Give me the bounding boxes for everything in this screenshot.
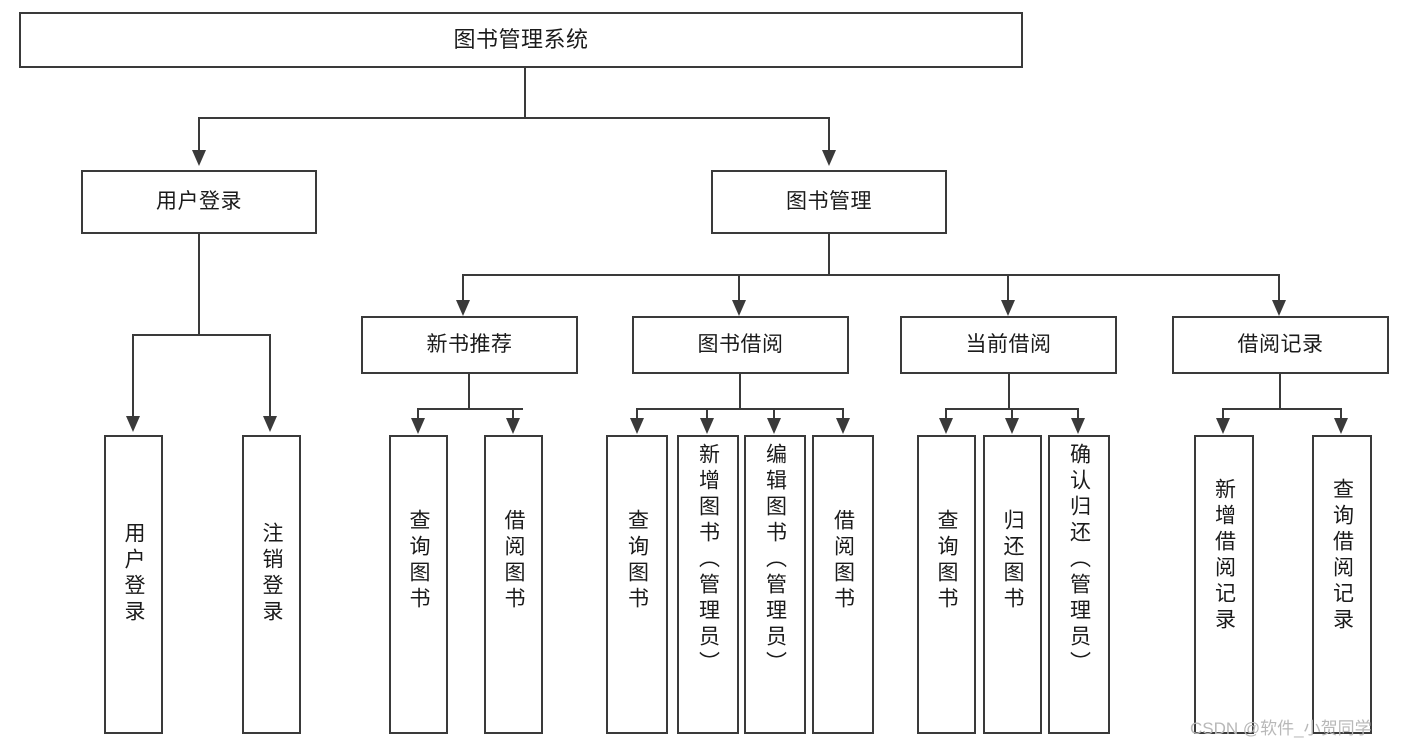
connector-new-book-stem [468, 374, 470, 410]
leaf-query-book-recommend[interactable]: 查询图书 [389, 435, 448, 734]
connector-book-borrow-child-4 [842, 408, 844, 420]
arrow-new-book-child-1 [411, 418, 425, 434]
connector-book-borrow-stem [739, 374, 741, 410]
arrow-current-borrow-child-3 [1071, 418, 1085, 434]
connector-book-manage-child-4 [1278, 274, 1280, 302]
arrow-new-book-child-2 [506, 418, 520, 434]
leaf-confirm-return-admin[interactable]: 确认归还（管理员） [1048, 435, 1110, 734]
connector-current-borrow-stem [1008, 374, 1010, 410]
node-label: 图书管理系统 [453, 27, 589, 53]
node-label: 借阅图书 [831, 509, 855, 613]
arrow-root-to-user-login [192, 150, 206, 166]
arrow-current-borrow-child-2 [1005, 418, 1019, 434]
connector-book-borrow-bar [636, 408, 844, 410]
connector-current-borrow-child-1 [945, 408, 947, 420]
node-book-borrow[interactable]: 图书借阅 [632, 316, 849, 374]
connector-user-login-child-1 [132, 334, 134, 418]
node-book-management[interactable]: 图书管理 [711, 170, 947, 234]
leaf-borrow-book[interactable]: 借阅图书 [812, 435, 874, 734]
connector-root-stem [524, 68, 526, 118]
node-label: 图书借阅 [697, 332, 784, 356]
arrow-user-login-child-1 [126, 416, 140, 432]
leaf-user-login[interactable]: 用户登录 [104, 435, 163, 734]
arrow-book-borrow-child-1 [630, 418, 644, 434]
arrow-book-manage-child-3 [1001, 300, 1015, 316]
node-label: 注销登录 [260, 522, 283, 626]
connector-book-manage-bar [462, 274, 1280, 276]
node-user-login[interactable]: 用户登录 [81, 170, 317, 234]
connector-book-borrow-child-1 [636, 408, 638, 420]
node-label: 借阅图书 [502, 509, 525, 613]
arrow-book-borrow-child-4 [836, 418, 850, 434]
connector-borrow-record-bar [1222, 408, 1342, 410]
leaf-borrow-book-recommend[interactable]: 借阅图书 [484, 435, 543, 734]
node-label: 新书推荐 [426, 332, 513, 356]
connector-borrow-record-stem [1279, 374, 1281, 410]
leaf-return-book[interactable]: 归还图书 [983, 435, 1042, 734]
node-label: 查询借阅记录 [1330, 478, 1354, 634]
leaf-query-borrow-record[interactable]: 查询借阅记录 [1312, 435, 1372, 734]
node-current-borrow[interactable]: 当前借阅 [900, 316, 1117, 374]
arrow-current-borrow-child-1 [939, 418, 953, 434]
connector-root-to-user-login [198, 117, 200, 152]
leaf-query-book-borrow[interactable]: 查询图书 [606, 435, 668, 734]
arrow-book-manage-child-1 [456, 300, 470, 316]
node-label: 查询图书 [407, 509, 430, 613]
node-label: 新增图书（管理员） [696, 443, 720, 677]
connector-book-manage-child-3 [1007, 274, 1009, 302]
arrow-root-to-book-manage [822, 150, 836, 166]
connector-book-borrow-child-2 [706, 408, 708, 420]
connector-current-borrow-child-2 [1011, 408, 1013, 420]
node-label: 确认归还（管理员） [1067, 443, 1091, 677]
node-borrow-record[interactable]: 借阅记录 [1172, 316, 1389, 374]
node-label: 借阅记录 [1237, 332, 1324, 356]
node-label: 图书管理 [786, 189, 872, 213]
arrow-borrow-record-child-2 [1334, 418, 1348, 434]
connector-new-book-bar [417, 408, 523, 410]
node-label: 查询图书 [935, 509, 958, 613]
connector-user-login-stem [198, 234, 200, 336]
connector-borrow-record-child-1 [1222, 408, 1224, 420]
arrow-book-borrow-child-3 [767, 418, 781, 434]
connector-user-login-bar [132, 334, 270, 336]
csdn-watermark: CSDN @软件_小贺同学 [1190, 719, 1372, 738]
connector-new-book-child-2 [512, 408, 514, 420]
node-label: 当前借阅 [965, 332, 1052, 356]
connector-book-manage-stem [828, 234, 830, 276]
connector-book-manage-child-2 [738, 274, 740, 302]
node-root-system[interactable]: 图书管理系统 [19, 12, 1023, 68]
leaf-add-book-admin[interactable]: 新增图书（管理员） [677, 435, 739, 734]
arrow-borrow-record-child-1 [1216, 418, 1230, 434]
arrow-book-manage-child-4 [1272, 300, 1286, 316]
connector-root-bar [198, 117, 830, 119]
arrow-book-manage-child-2 [732, 300, 746, 316]
arrow-book-borrow-child-2 [700, 418, 714, 434]
node-label: 新增借阅记录 [1212, 478, 1236, 634]
connector-book-manage-child-1 [462, 274, 464, 302]
node-label: 归还图书 [1001, 509, 1024, 613]
leaf-query-book-current[interactable]: 查询图书 [917, 435, 976, 734]
node-label: 编辑图书（管理员） [763, 443, 787, 677]
node-new-book-recommend[interactable]: 新书推荐 [361, 316, 578, 374]
connector-current-borrow-child-3 [1077, 408, 1079, 420]
node-label: 用户登录 [156, 189, 242, 213]
connector-user-login-child-2 [269, 334, 271, 418]
node-label: 查询图书 [625, 509, 649, 613]
leaf-logout[interactable]: 注销登录 [242, 435, 301, 734]
connector-book-borrow-child-3 [773, 408, 775, 420]
connector-new-book-child-1 [417, 408, 419, 420]
connector-root-to-book-manage [828, 117, 830, 152]
connector-borrow-record-child-2 [1340, 408, 1342, 420]
node-label: 用户登录 [122, 522, 145, 626]
leaf-add-borrow-record[interactable]: 新增借阅记录 [1194, 435, 1254, 734]
arrow-user-login-child-2 [263, 416, 277, 432]
leaf-edit-book-admin[interactable]: 编辑图书（管理员） [744, 435, 806, 734]
